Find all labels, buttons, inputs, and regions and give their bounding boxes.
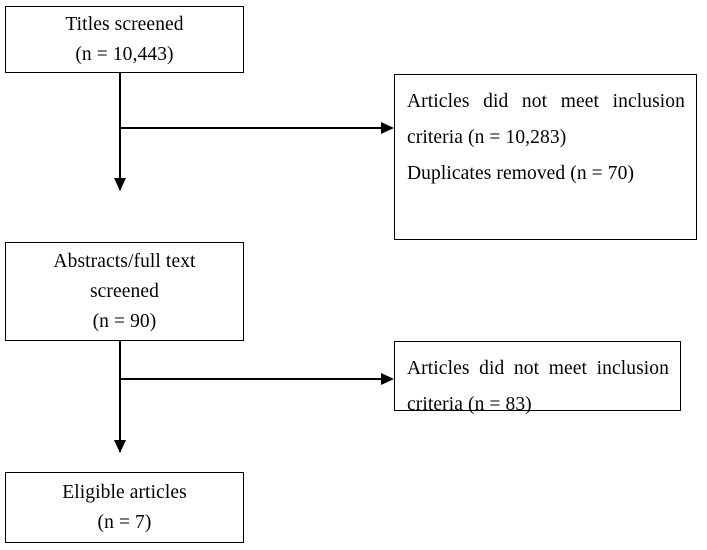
node-excluded-abstracts: Articles did not meet inclusion criteria… bbox=[394, 341, 681, 415]
connector-horizontal-titles-to-exclusions bbox=[119, 127, 382, 129]
node-titles-screened: Titles screened (n = 10,443) bbox=[5, 6, 244, 73]
node-excluded-abstracts-para1: Articles did not meet inclusion criteria… bbox=[407, 358, 669, 415]
connector-horizontal-abstracts-to-exclusions bbox=[119, 378, 382, 380]
node-abstracts-screened-line3: (n = 90) bbox=[92, 310, 157, 332]
node-excluded-titles-para1: Articles did not meet inclusion criteria… bbox=[407, 91, 685, 148]
arrowhead-down-to-eligible bbox=[113, 440, 126, 453]
node-excluded-titles-para2: Duplicates removed (n = 70) bbox=[407, 163, 635, 184]
node-eligible-articles-line2: (n = 7) bbox=[97, 511, 152, 533]
connector-vertical-abstracts-to-eligible bbox=[119, 341, 121, 452]
node-eligible-articles: Eligible articles (n = 7) bbox=[5, 472, 244, 543]
arrowhead-right-to-excluded-titles bbox=[381, 121, 394, 134]
node-excluded-titles: Articles did not meet inclusion criteria… bbox=[394, 74, 697, 240]
node-titles-screened-line2: (n = 10,443) bbox=[75, 43, 174, 65]
connector-vertical-titles-to-abstracts bbox=[119, 73, 121, 190]
node-abstracts-screened-line1: Abstracts/full text bbox=[53, 250, 196, 272]
node-titles-screened-line1: Titles screened bbox=[65, 13, 184, 35]
node-abstracts-screened: Abstracts/full text screened (n = 90) bbox=[5, 242, 244, 341]
node-abstracts-screened-line2: screened bbox=[89, 280, 159, 302]
arrowhead-down-to-abstracts bbox=[113, 178, 126, 191]
node-eligible-articles-line1: Eligible articles bbox=[62, 481, 187, 503]
arrowhead-right-to-excluded-abstracts bbox=[381, 372, 394, 385]
